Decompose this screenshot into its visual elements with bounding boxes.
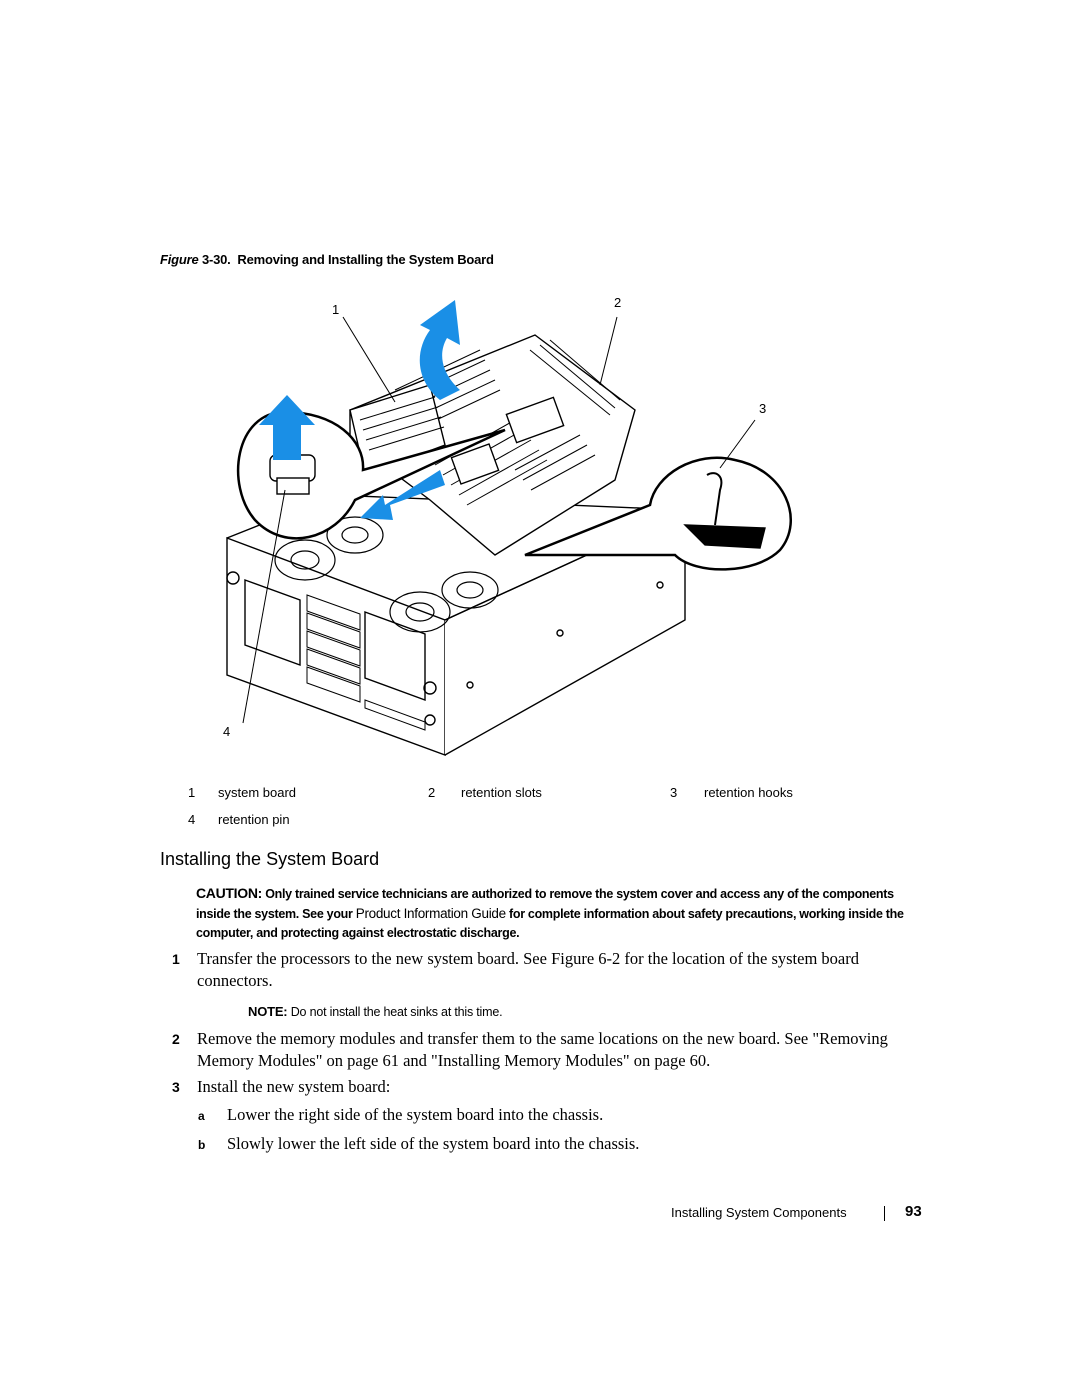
callout-1: 1 [332,302,339,317]
caution-text-2: for complete information about safety pr… [196,907,904,940]
step-3-number: 3 [172,1079,180,1095]
step-2-number: 2 [172,1031,180,1047]
legend-num-1: 1 [188,785,196,800]
substep-a-letter: a [198,1109,205,1123]
substep-a-text: Lower the right side of the system board… [227,1105,604,1124]
step-1-text: Transfer the processors to the new syste… [197,949,859,990]
caution-text-1: Only trained service technicians are aut… [196,887,894,921]
caution-doc-title: Product Information Guide [355,906,506,921]
callout-2: 2 [614,295,621,310]
step-2-text: Remove the memory modules and transfer t… [197,1029,888,1070]
lift-arrow-curved [419,300,460,400]
callout-3: 3 [759,401,766,416]
system-board-illustration: 1 2 3 4 [223,295,792,757]
substep-b-text: Slowly lower the left side of the system… [227,1134,640,1153]
legend-label-retention-pin: retention pin [218,812,290,827]
caution-label: CAUTION: [196,885,263,901]
legend-label-system-board: system board [218,785,297,800]
slide-arrow [360,470,445,520]
note-text: Do not install the heat sinks at this ti… [287,1005,503,1019]
step-3-text: Install the new system board: [197,1077,391,1096]
figure-caption-title: Removing and Installing the System Board [237,252,494,267]
legend-label-retention-hooks: retention hooks [704,785,793,800]
section-heading: Installing the System Board [160,849,380,869]
figure-caption-number: 3-30. [198,252,231,267]
note: NOTE: Do not install the heat sinks at t… [248,1004,503,1019]
figure-caption: Figure 3-30. Removing and Installing the… [160,252,494,267]
legend-num-3: 3 [670,785,678,800]
callout-4: 4 [223,724,230,739]
footer-divider [884,1206,885,1221]
lift-arrow-up [259,395,315,460]
page-number: 93 [905,1203,922,1220]
footer-section-name: Installing System Components [671,1205,847,1220]
note-label: NOTE: [248,1004,288,1019]
chassis-front-panel [226,536,446,757]
figure-caption-prefix: Figure [160,252,199,267]
caution-notice: CAUTION: Only trained service technician… [196,884,906,943]
substep-b-letter: b [198,1138,206,1152]
legend-num-4: 4 [188,812,196,827]
step-1-number: 1 [172,951,180,967]
retention-pin-detail-bubble [236,410,506,540]
legend-label-retention-slots: retention slots [461,785,542,800]
legend-num-2: 2 [428,785,436,800]
